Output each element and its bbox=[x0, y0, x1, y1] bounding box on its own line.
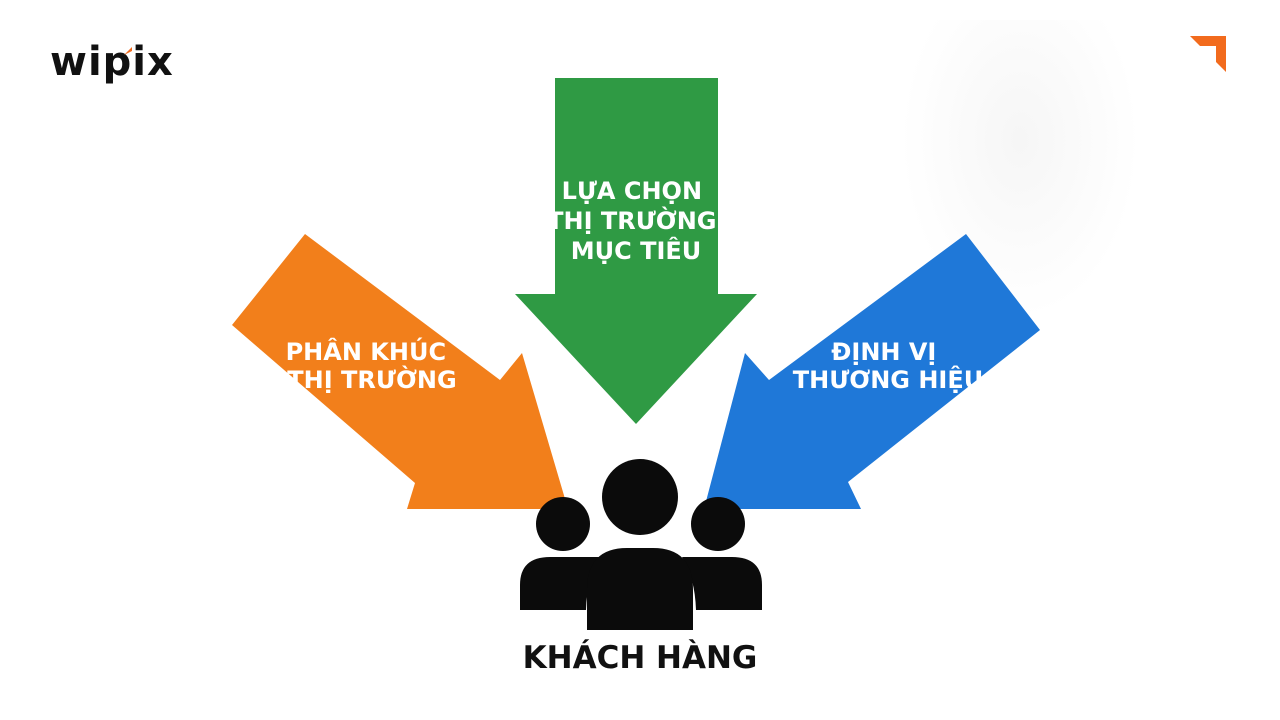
positioning-arrow: ĐỊNH VỊ THƯƠNG HIỆU bbox=[704, 234, 1040, 509]
segmentation-label-line-1: PHÂN KHÚC bbox=[286, 336, 446, 366]
positioning-label: ĐỊNH VỊ THƯƠNG HIỆU bbox=[793, 338, 984, 394]
person-right-head bbox=[691, 497, 745, 551]
positioning-label-line-2: THƯƠNG HIỆU bbox=[793, 364, 984, 394]
positioning-arrow-shape bbox=[704, 234, 1040, 509]
person-center-body bbox=[587, 548, 693, 630]
positioning-label-line-1: ĐỊNH VỊ bbox=[831, 338, 936, 366]
people-group-icon bbox=[520, 459, 762, 630]
targeting-label-line-1: LỰA CHỌN bbox=[562, 177, 702, 205]
segmentation-arrow-shape bbox=[232, 234, 568, 509]
segmentation-label-line-2: THỊ TRƯỜNG bbox=[287, 364, 456, 394]
targeting-label-line-3: MỤC TIÊU bbox=[571, 236, 702, 265]
customer-label: KHÁCH HÀNG bbox=[522, 640, 758, 676]
person-right-body bbox=[682, 557, 762, 610]
segmentation-label: PHÂN KHÚC THỊ TRƯỜNG bbox=[286, 336, 457, 394]
targeting-arrow: LỰA CHỌN THỊ TRƯỜNG MỤC TIÊU bbox=[515, 78, 757, 424]
logo-text: wipix bbox=[50, 39, 174, 85]
person-center-head bbox=[602, 459, 678, 535]
targeting-label-line-2: THỊ TRƯỜNG bbox=[547, 205, 716, 235]
segmentation-arrow: PHÂN KHÚC THỊ TRƯỜNG bbox=[232, 234, 568, 509]
targeting-label: LỰA CHỌN THỊ TRƯỜNG MỤC TIÊU bbox=[547, 177, 725, 265]
wipix-logo: wipix bbox=[50, 34, 190, 90]
brand-corner-icon bbox=[1190, 36, 1226, 72]
person-left-body bbox=[520, 557, 600, 610]
targeting-arrow-shape bbox=[515, 78, 757, 424]
logo-spark-icon bbox=[124, 47, 132, 55]
person-left-head bbox=[536, 497, 590, 551]
